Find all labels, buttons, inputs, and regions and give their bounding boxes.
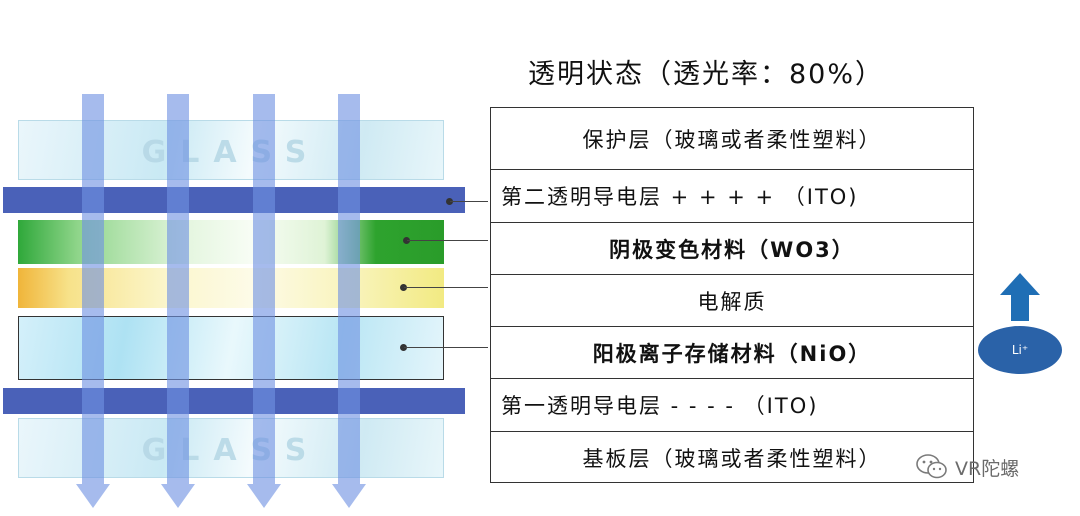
layer-table: 保护层（玻璃或者柔性塑料） 第二透明导电层 + + + + （ITO) 阴极变色… — [490, 107, 974, 483]
layer-row-anode: 阳极离子存储材料（NiO） — [491, 327, 973, 379]
connector-line-anode — [404, 347, 488, 348]
light-arrow-shaft — [338, 94, 360, 484]
connector-dot-anode — [400, 344, 407, 351]
diagram-title: 透明状态（透光率：80%） — [528, 59, 885, 90]
connector-line-cathode — [407, 240, 488, 241]
watermark: VR陀螺 — [915, 452, 1019, 482]
li-ion-badge: Li⁺ — [978, 326, 1062, 374]
layer-row-first-conductive: 第一透明导电层 - - - - （ITO) — [491, 379, 973, 432]
light-arrow-1 — [76, 94, 110, 514]
connector-line-conductive — [450, 201, 488, 202]
light-arrow-head — [332, 484, 366, 508]
layer-row-electrolyte: 电解质 — [491, 275, 973, 327]
light-arrow-head — [161, 484, 195, 508]
light-arrow-shaft — [167, 94, 189, 484]
light-arrow-shaft — [253, 94, 275, 484]
ion-arrow-head — [1000, 273, 1040, 295]
second-conductive-layer-bar — [3, 187, 465, 213]
connector-dot-conductive — [446, 198, 453, 205]
light-arrow-head — [76, 484, 110, 508]
wechat-icon — [916, 454, 947, 479]
ion-arrow-shaft — [1011, 295, 1029, 321]
connector-dot-electrolyte — [400, 284, 407, 291]
light-arrow-shaft — [82, 94, 104, 484]
layer-row-protective: 保护层（玻璃或者柔性塑料） — [491, 108, 973, 170]
first-conductive-layer-bar — [3, 388, 465, 414]
light-arrow-head — [247, 484, 281, 508]
layer-row-second-conductive: 第二透明导电层 + + + + （ITO) — [491, 170, 973, 223]
light-arrow-3 — [247, 94, 281, 514]
layer-row-substrate: 基板层（玻璃或者柔性塑料） — [582, 446, 882, 471]
layer-row-cathode: 阴极变色材料（WO3） — [491, 223, 973, 275]
ion-up-arrow-icon — [1000, 273, 1040, 323]
light-arrow-2 — [161, 94, 195, 514]
connector-dot-cathode — [403, 237, 410, 244]
connector-line-electrolyte — [404, 287, 488, 288]
watermark-text: VR陀螺 — [955, 457, 1020, 480]
light-arrow-4 — [332, 94, 366, 514]
